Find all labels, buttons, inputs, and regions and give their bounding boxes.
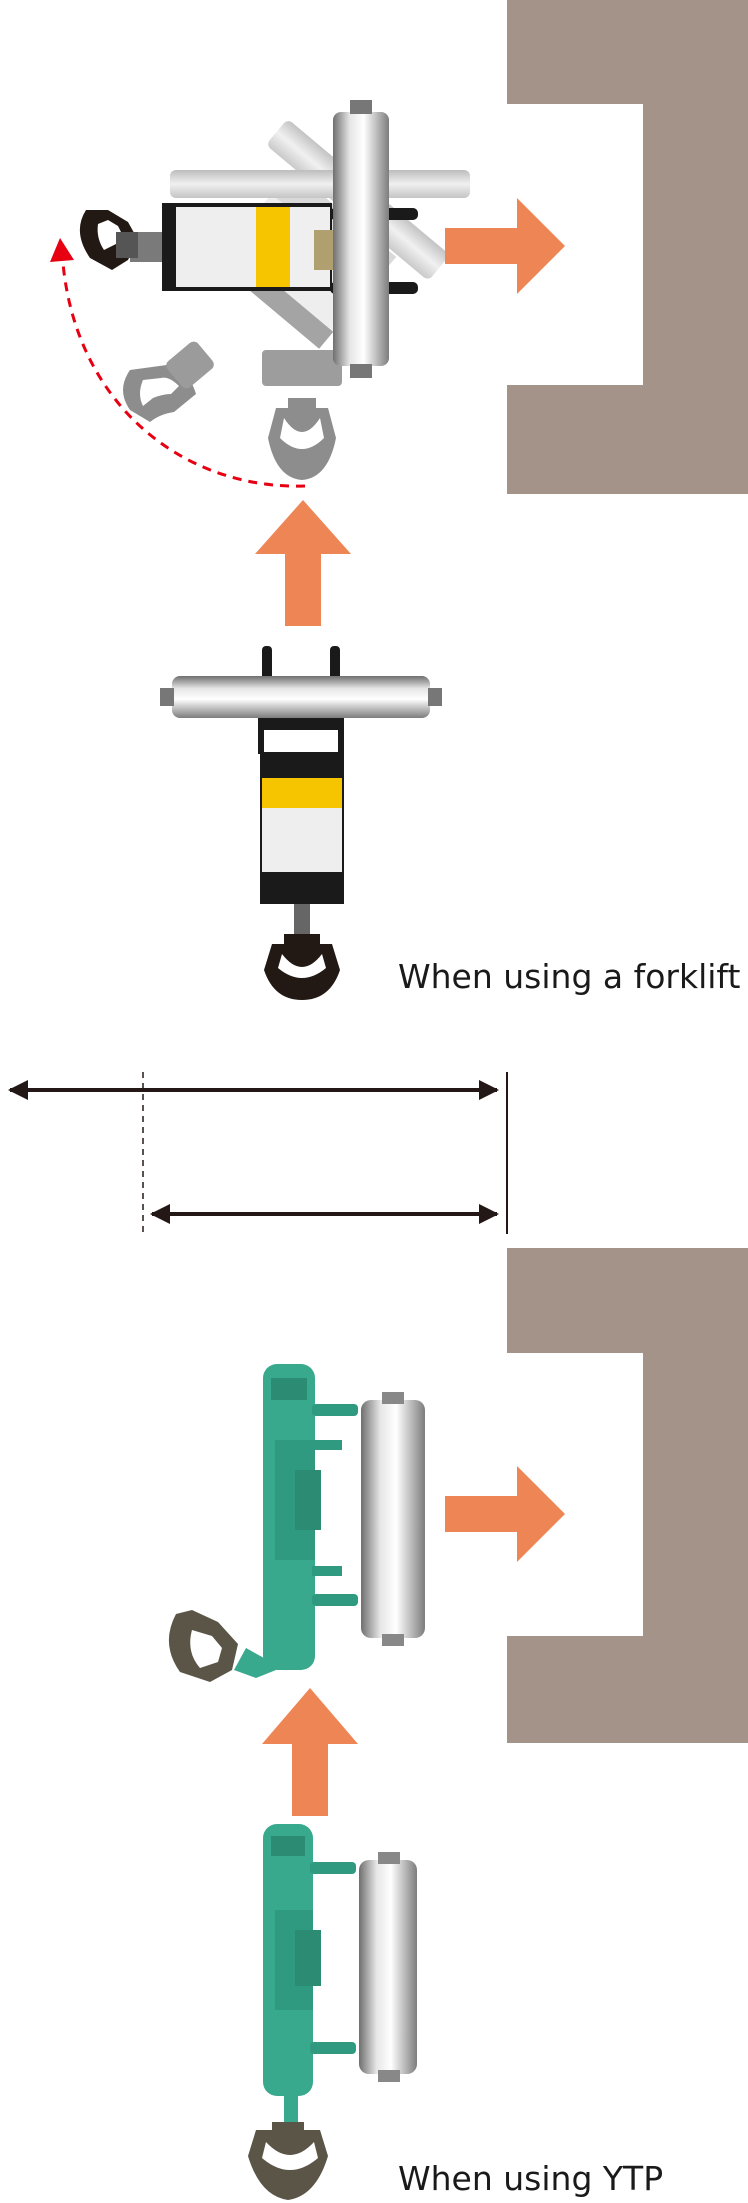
forklift-icon bbox=[160, 646, 442, 1000]
forklift-icon-turned bbox=[79, 100, 418, 378]
forklift-ghost-tire-left bbox=[123, 341, 214, 422]
caption-ytp: When using YTP bbox=[398, 2159, 663, 2198]
direction-arrow-icon bbox=[262, 1688, 358, 1816]
forklift-ghost-rear bbox=[170, 170, 470, 480]
turning-path bbox=[60, 249, 306, 488]
turning-path-arrowhead bbox=[50, 238, 74, 262]
ytp-icon bbox=[248, 1824, 417, 2200]
caption-forklift: When using a forklift bbox=[398, 957, 740, 996]
rack-wall-top bbox=[507, 0, 748, 494]
direction-arrow-icon bbox=[445, 1466, 565, 1562]
direction-arrow-icon bbox=[445, 198, 565, 294]
direction-arrow-icon bbox=[255, 500, 351, 626]
ytp-icon-docked bbox=[168, 1364, 425, 1682]
rack-wall-bottom bbox=[507, 1248, 748, 1743]
